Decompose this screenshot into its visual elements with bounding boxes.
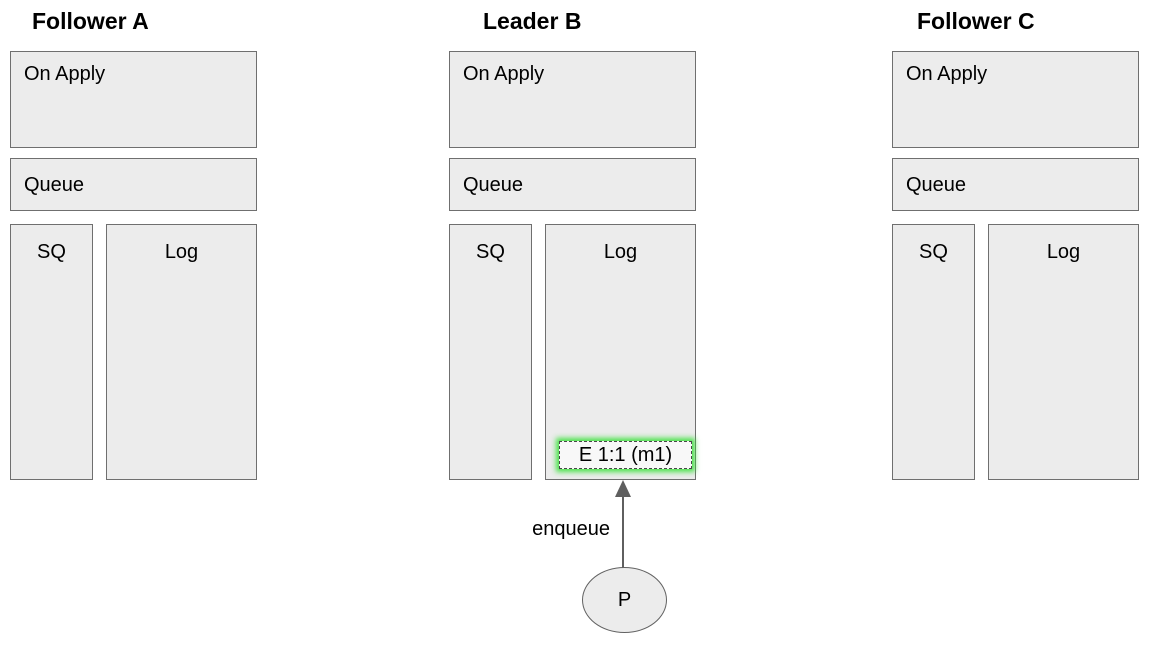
proposer-ellipse: P bbox=[582, 567, 667, 633]
log-label: Log bbox=[1046, 241, 1081, 263]
queue-label: Queue bbox=[906, 173, 967, 196]
enqueue-arrowhead-icon bbox=[615, 480, 631, 497]
sq-label: SQ bbox=[919, 241, 948, 263]
node-title: Follower A bbox=[32, 8, 149, 34]
on-apply-label: On Apply bbox=[24, 63, 106, 85]
on-apply-label: On Apply bbox=[463, 63, 545, 85]
on-apply-box: On Apply bbox=[892, 51, 1139, 148]
on-apply-label: On Apply bbox=[906, 63, 988, 85]
log-entry: E 1:1 (m1) bbox=[559, 441, 692, 469]
on-apply-box: On Apply bbox=[10, 51, 257, 148]
sq-box: SQ bbox=[10, 224, 93, 480]
queue-label: Queue bbox=[463, 173, 524, 196]
queue-box: Queue bbox=[892, 158, 1139, 211]
node-title: Follower C bbox=[917, 8, 1035, 34]
node-leader-b: Leader B On Apply Queue SQ Log bbox=[449, 0, 696, 480]
log-box: Log bbox=[545, 224, 696, 480]
sq-label: SQ bbox=[476, 241, 505, 263]
node-follower-a: Follower A On Apply Queue SQ Log bbox=[10, 0, 257, 480]
log-box: Log bbox=[988, 224, 1139, 480]
node-title: Leader B bbox=[483, 8, 582, 34]
log-label: Log bbox=[164, 241, 199, 263]
enqueue-arrow-line bbox=[622, 494, 624, 568]
proposer-label: P bbox=[617, 588, 632, 611]
sq-box: SQ bbox=[449, 224, 532, 480]
log-entry-label: E 1:1 (m1) bbox=[578, 443, 673, 466]
sq-label: SQ bbox=[37, 241, 66, 263]
queue-label: Queue bbox=[24, 173, 85, 196]
queue-box: Queue bbox=[10, 158, 257, 211]
log-box: Log bbox=[106, 224, 257, 480]
log-label: Log bbox=[603, 241, 638, 263]
node-follower-c: Follower C On Apply Queue SQ Log bbox=[892, 0, 1139, 480]
sq-box: SQ bbox=[892, 224, 975, 480]
enqueue-label: enqueue bbox=[532, 518, 610, 540]
queue-box: Queue bbox=[449, 158, 696, 211]
on-apply-box: On Apply bbox=[449, 51, 696, 148]
